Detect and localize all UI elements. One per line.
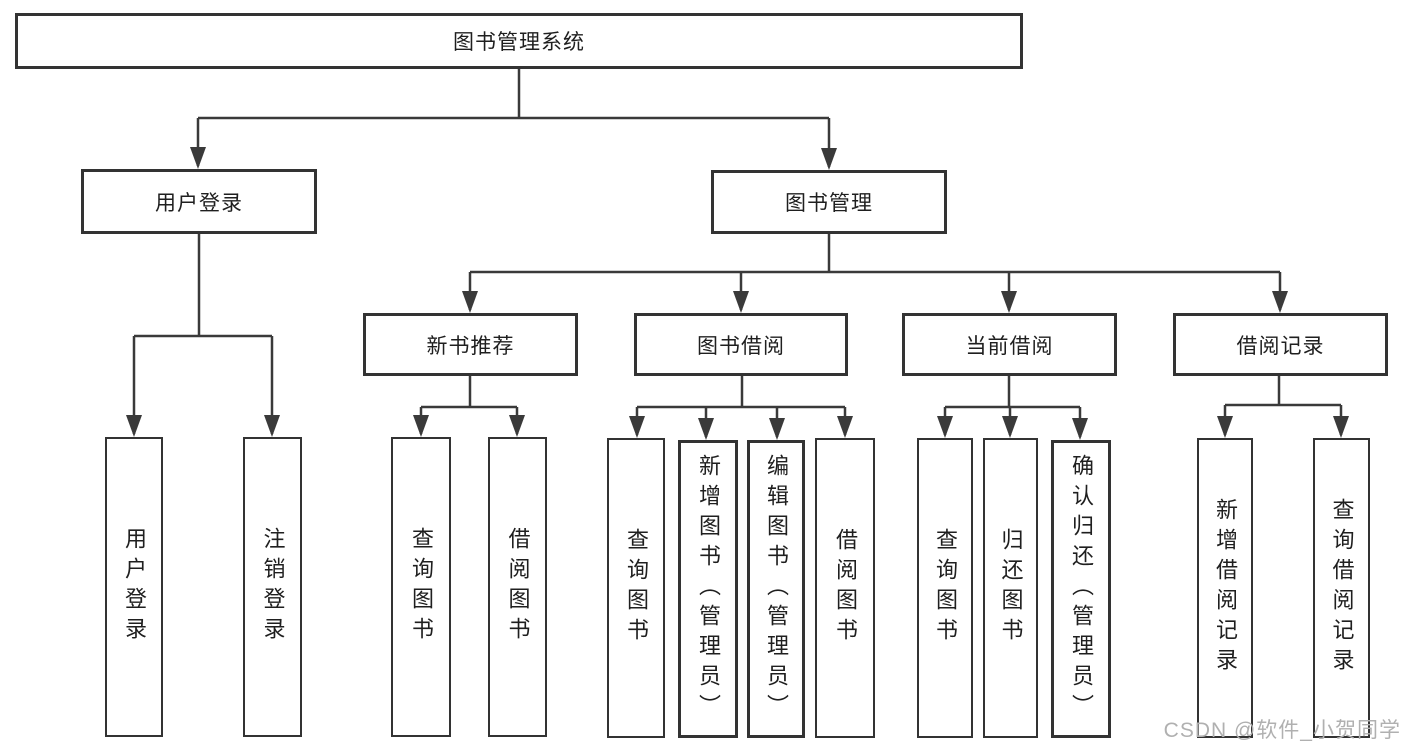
connector-userlogin-to-leaves [132, 234, 274, 434]
node-label: 新增借阅记录 [1213, 498, 1238, 678]
node-root-library-system: 图书管理系统 [15, 13, 1023, 69]
node-label: 借阅图书 [505, 527, 531, 647]
node-current-borrow: 当前借阅 [902, 313, 1117, 376]
leaf-newbook-query-books: 查询图书 [391, 437, 451, 737]
node-label: 查询图书 [409, 527, 434, 647]
leaf-borrow-edit-books-admin: 编辑图书（管理员） [747, 440, 805, 738]
node-label: 查询图书 [624, 528, 649, 648]
node-label: 用户登录 [155, 191, 243, 215]
connector-current-to-leaves [943, 376, 1082, 437]
node-label: 借阅记录 [1236, 334, 1325, 358]
node-user-login: 用户登录 [81, 169, 317, 234]
leaf-logout: 注销登录 [243, 437, 302, 737]
node-label: 新增图书（管理员） [696, 454, 721, 724]
node-label: 用户登录 [122, 527, 147, 647]
connector-records-to-leaves [1223, 376, 1343, 435]
leaf-newbook-borrow-books: 借阅图书 [488, 437, 547, 737]
node-label: 归还图书 [998, 528, 1024, 648]
leaf-borrow-add-books-admin: 新增图书（管理员） [678, 440, 738, 738]
connector-bookmgmt-to-level3 [468, 234, 1282, 310]
node-label: 查询图书 [933, 528, 958, 648]
node-label: 新书推荐 [426, 334, 515, 358]
connector-newbook-to-leaves [419, 376, 519, 434]
leaf-borrow-query-books: 查询图书 [607, 438, 665, 738]
node-book-management: 图书管理 [711, 170, 947, 234]
leaf-current-return-books: 归还图书 [983, 438, 1038, 738]
leaf-records-query-borrow-record: 查询借阅记录 [1313, 438, 1370, 738]
node-label: 图书管理系统 [453, 31, 585, 54]
node-borrow-records: 借阅记录 [1173, 313, 1388, 376]
node-label: 确认归还（管理员） [1069, 454, 1094, 724]
node-label: 图书借阅 [697, 334, 785, 358]
leaf-user-login: 用户登录 [105, 437, 163, 737]
node-label: 借阅图书 [833, 528, 858, 648]
node-label: 图书管理 [785, 192, 873, 215]
csdn-watermark: CSDN @软件_小贺同学 [1163, 719, 1401, 742]
leaf-current-confirm-return-admin: 确认归还（管理员） [1051, 440, 1111, 738]
leaf-current-query-books: 查询图书 [917, 438, 973, 738]
node-book-borrow: 图书借阅 [634, 313, 848, 376]
node-label: 注销登录 [260, 527, 286, 647]
connector-borrow-to-leaves [635, 376, 847, 437]
connector-root-to-level2 [196, 69, 831, 167]
node-label: 查询借阅记录 [1329, 498, 1355, 678]
node-label: 编辑图书（管理员） [764, 454, 789, 724]
node-label: 当前借阅 [965, 334, 1054, 358]
leaf-borrow-borrow-books: 借阅图书 [815, 438, 875, 738]
leaf-records-add-borrow-record: 新增借阅记录 [1197, 438, 1253, 738]
node-new-book-recommend: 新书推荐 [363, 313, 578, 376]
